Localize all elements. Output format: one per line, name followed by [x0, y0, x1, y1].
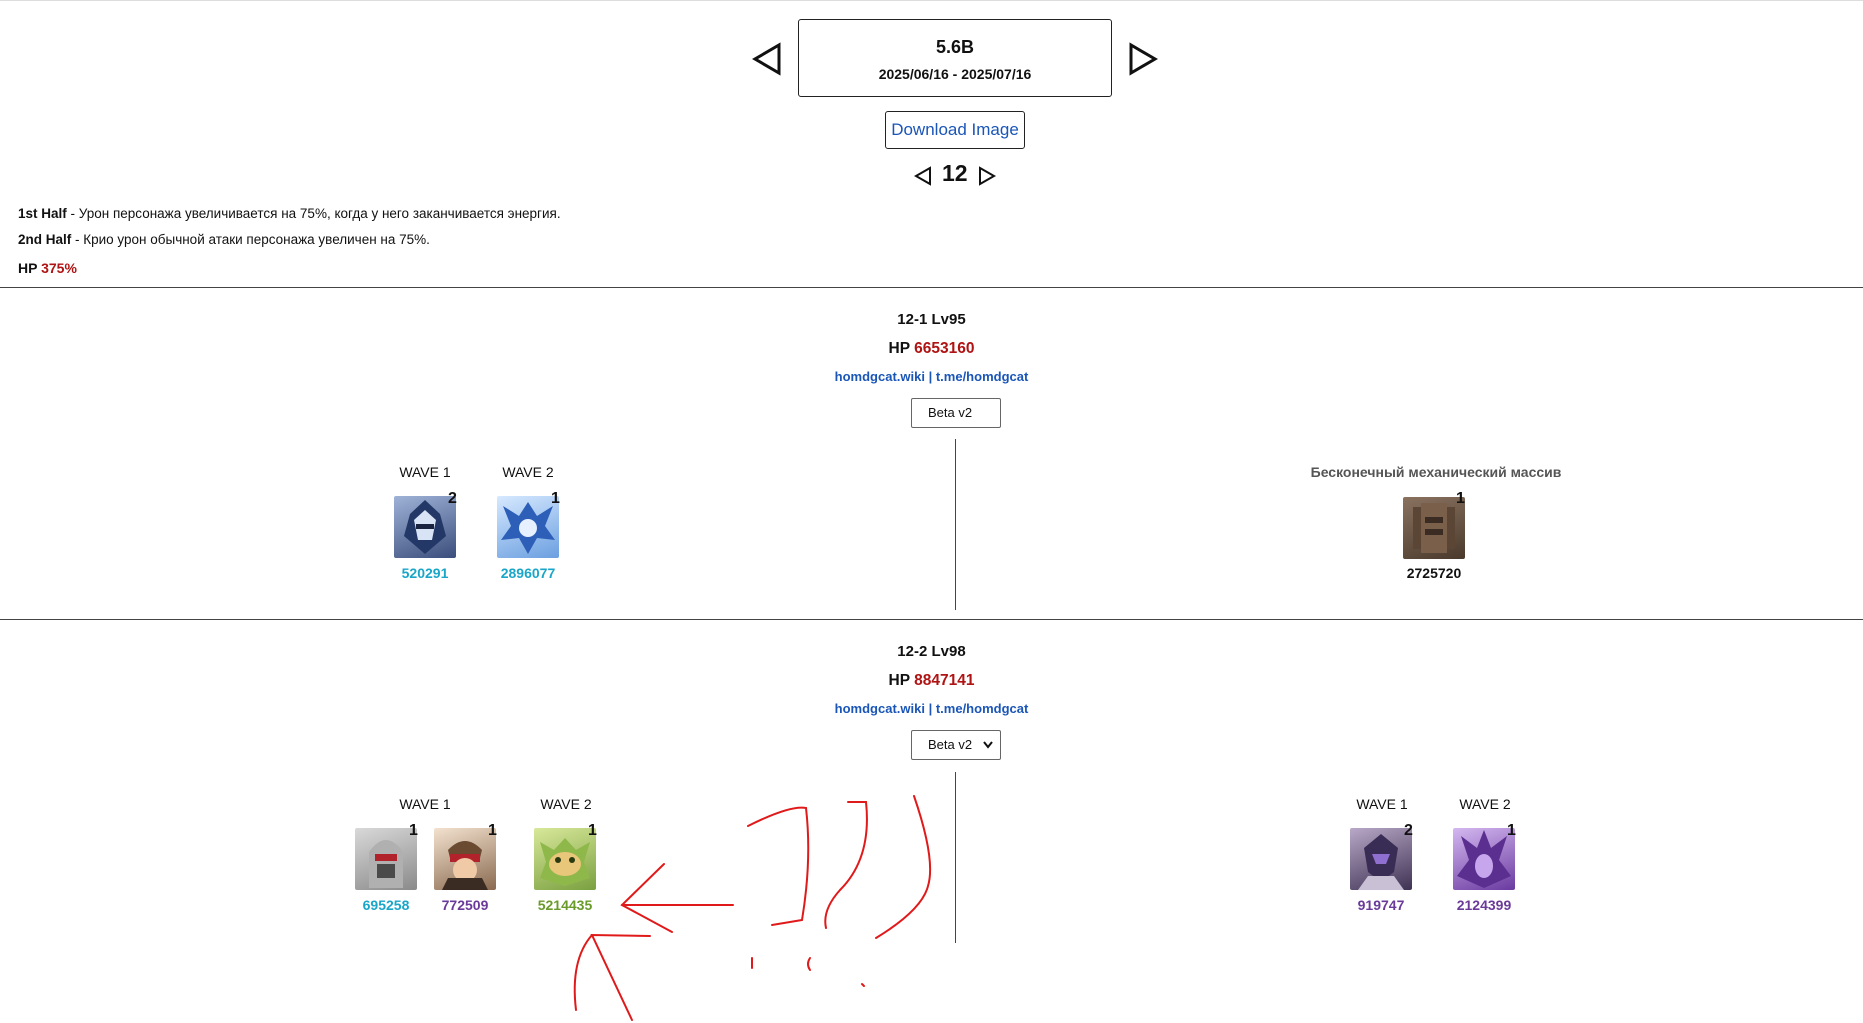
boss-title: Бесконечный механический массив — [1310, 464, 1562, 480]
wave-label: WAVE 2 — [502, 464, 554, 480]
enemy-hp: 2896077 — [500, 565, 556, 581]
chamber-hp-label: HP — [888, 340, 915, 357]
telegram-link[interactable]: t.me/homdgcat — [935, 701, 1029, 716]
top-edge-line — [0, 0, 1863, 1]
chamber-hp-value: 8847141 — [914, 672, 975, 689]
chamber-hp-label: HP — [888, 672, 915, 689]
enemy-hp: 2124399 — [1456, 897, 1512, 913]
wiki-link[interactable]: homdgcat.wiki — [834, 701, 925, 716]
version-title: 5.6B — [935, 37, 975, 57]
second-half-buff: 2nd Half - Крио урон обычной атаки персо… — [18, 232, 430, 247]
dark-knight-icon[interactable] — [1350, 828, 1412, 890]
ice-knight-icon[interactable] — [394, 496, 456, 558]
floor-hp-label: HP — [18, 260, 42, 276]
chamber-hp: HP 6653160 — [0, 340, 1863, 358]
enemy-count: 1 — [588, 822, 597, 839]
floor-hp: HP 375% — [18, 260, 77, 276]
enemy-hp: 5214435 — [537, 897, 593, 913]
enemy-count: 2 — [448, 490, 457, 507]
enemy-count: 1 — [1507, 822, 1516, 839]
link-separator: | — [924, 369, 936, 384]
floor-hp-value: 375% — [41, 260, 77, 276]
wave-label: WAVE 1 — [399, 464, 451, 480]
next-floor-icon[interactable] — [978, 166, 996, 186]
enemy-hp: 695258 — [362, 897, 410, 913]
link-separator: | — [924, 701, 936, 716]
chamber-links: homdgcat.wiki | t.me/homdgcat — [0, 369, 1863, 384]
wave-label: WAVE 1 — [1356, 796, 1408, 812]
prev-version-icon[interactable] — [752, 42, 782, 76]
version-select[interactable]: Beta v2 — [911, 730, 1001, 760]
chamber-hp-value: 6653160 — [914, 340, 975, 357]
chamber-hp: HP 8847141 — [0, 672, 1863, 690]
enemy-count: 1 — [409, 822, 418, 839]
void-dragon-icon[interactable] — [1453, 828, 1515, 890]
enemy-hp: 520291 — [401, 565, 449, 581]
dragon-beast-icon[interactable] — [534, 828, 596, 890]
download-image-button[interactable]: Download Image — [885, 111, 1025, 149]
chamber-title: 12-2 Lv98 — [897, 643, 966, 660]
select-value: Beta v2 — [928, 737, 973, 752]
prev-floor-icon[interactable] — [914, 166, 932, 186]
chevron-down-icon — [983, 741, 993, 749]
first-half-label: 1st Half — [18, 206, 67, 221]
version-select[interactable]: Beta v2 — [911, 398, 1001, 428]
select-value: Beta v2 — [928, 405, 973, 420]
version-selector: 5.6B 2025/06/16 - 2025/07/16 — [798, 19, 1112, 97]
enemy-count: 1 — [1456, 490, 1465, 507]
enemy-hp: 2725720 — [1406, 565, 1462, 581]
second-half-text: - Крио урон обычной атаки персонажа увел… — [71, 232, 430, 247]
enemy-count: 1 — [488, 822, 497, 839]
telegram-link[interactable]: t.me/homdgcat — [935, 369, 1029, 384]
floor-number: 12 — [942, 160, 968, 186]
enemy-count: 2 — [1404, 822, 1413, 839]
chamber-title: 12-1 Lv95 — [897, 311, 966, 328]
chamber-links: homdgcat.wiki | t.me/homdgcat — [0, 701, 1863, 716]
half-divider — [955, 439, 956, 610]
enemy-hp: 919747 — [1357, 897, 1405, 913]
next-version-icon[interactable] — [1128, 42, 1158, 76]
wave-label: WAVE 1 — [399, 796, 451, 812]
first-half-buff: 1st Half - Урон персонажа увеличивается … — [18, 206, 561, 221]
divider — [0, 619, 1863, 620]
second-half-label: 2nd Half — [18, 232, 72, 247]
masked-hunter-icon[interactable] — [355, 828, 417, 890]
enemy-hp: 772509 — [441, 897, 489, 913]
mech-array-icon[interactable] — [1403, 497, 1465, 559]
wave-label: WAVE 2 — [1459, 796, 1511, 812]
ice-dragon-icon[interactable] — [497, 496, 559, 558]
enemy-count: 1 — [551, 490, 560, 507]
divider — [0, 287, 1863, 288]
version-dates: 2025/06/16 - 2025/07/16 — [878, 66, 1032, 82]
goggle-hunter-icon[interactable] — [434, 828, 496, 890]
half-divider — [955, 772, 956, 943]
wiki-link[interactable]: homdgcat.wiki — [834, 369, 925, 384]
wave-label: WAVE 2 — [540, 796, 592, 812]
first-half-text: - Урон персонажа увеличивается на 75%, к… — [66, 206, 561, 221]
